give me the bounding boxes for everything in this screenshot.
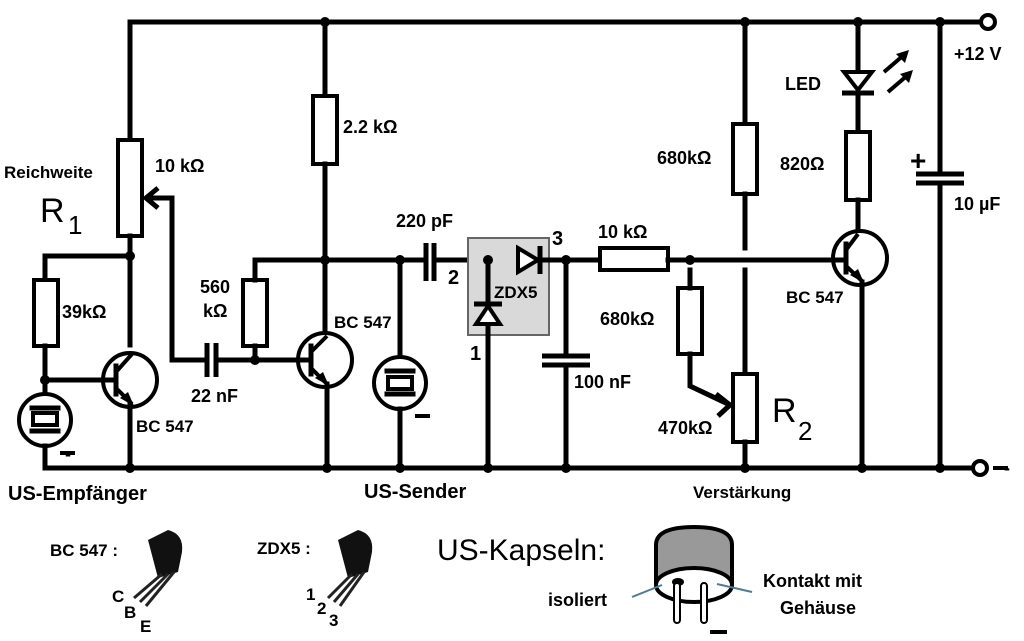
wiper-wire <box>145 195 175 363</box>
c-22n-label: 22 nF <box>191 386 238 406</box>
zdx5-label: ZDX5 <box>494 283 537 302</box>
resistor-820 <box>844 130 872 202</box>
resistor-2k2 <box>311 94 339 166</box>
capsule-isolated-label: isoliert <box>548 590 607 610</box>
c-220p-label: 220 pF <box>396 211 453 231</box>
r1-sub: 1 <box>68 210 82 240</box>
wiper-arrow-icon <box>714 392 734 418</box>
potentiometer-r2 <box>731 372 759 444</box>
capsule-contact-label-1: Kontakt mit <box>763 571 862 591</box>
t3-label: BC 547 <box>786 288 844 307</box>
wire <box>42 253 133 283</box>
resistor-39k <box>32 278 60 348</box>
cap-plus: + <box>910 145 926 176</box>
pin-1-label: 1 <box>306 585 315 604</box>
t2-label: BC 547 <box>334 313 392 332</box>
led <box>839 70 877 94</box>
r-2k2-label: 2.2 kΩ <box>343 117 397 137</box>
r-820-label: 820Ω <box>780 154 824 174</box>
r2-sub: 2 <box>798 416 812 446</box>
sender-section-label: US-Sender <box>364 481 466 503</box>
pin-3-label: 3 <box>329 611 338 630</box>
pin-2-label: 2 <box>317 599 326 618</box>
resistor-680k-mid <box>676 286 704 356</box>
r2-value: 470kΩ <box>658 418 712 438</box>
legend-capsule-title: US-Kapseln: <box>437 534 605 567</box>
legend-zdx5-label: ZDX5 : <box>257 539 311 558</box>
resistor-10k <box>598 246 670 272</box>
receiver-minus: - <box>65 444 71 464</box>
r-560k-label-b: kΩ <box>203 301 227 321</box>
r-39k-label: 39kΩ <box>62 302 106 322</box>
supply-negative-label: - <box>1004 458 1010 478</box>
resistor-680k-top <box>731 122 759 196</box>
r-10k-label: 10 kΩ <box>598 222 647 242</box>
isolated-pointer-line <box>631 584 663 598</box>
r-560k-label-a: 560 <box>200 277 230 297</box>
r1-value: 10 kΩ <box>155 156 204 176</box>
pin-c-label: C <box>112 587 124 606</box>
t1-label: BC 547 <box>136 417 194 436</box>
pin-b-label: B <box>124 603 136 622</box>
to92-package-zdx5-icon <box>326 530 373 607</box>
r1-label: R <box>40 192 65 230</box>
r1-name: Reichweite <box>4 163 93 182</box>
potentiometer-r1 <box>116 138 144 238</box>
diode-ab <box>516 244 542 276</box>
receiver-section-label: US-Empfänger <box>8 483 147 505</box>
r2-label: R <box>772 392 797 430</box>
to92-package-bc547-icon <box>133 530 183 607</box>
wiper-arrow-icon <box>142 186 160 210</box>
r-680k-top-label: 680kΩ <box>657 148 711 168</box>
legend-bc547-label: BC 547 : <box>50 541 118 560</box>
c-100n-label: 100 nF <box>574 372 631 392</box>
positive-terminal <box>979 13 997 31</box>
c-10u-label: 10 µF <box>954 194 1000 214</box>
pin-e-label: E <box>140 617 151 636</box>
negative-terminal <box>971 459 989 477</box>
pin1-label: 1 <box>470 343 481 365</box>
resistor-560k <box>241 278 269 348</box>
contact-pointer-line <box>716 583 753 593</box>
led-label: LED <box>785 74 821 94</box>
gain-section-label: Verstärkung <box>693 483 791 502</box>
junction <box>125 251 135 261</box>
junction <box>40 375 50 385</box>
ultrasonic-capsule-icon <box>654 524 734 634</box>
r-680k-mid-label: 680kΩ <box>600 309 654 329</box>
supply-positive-label: +12 V <box>954 44 1002 64</box>
pin3-label: 3 <box>552 228 563 250</box>
capsule-contact-label-2: Gehäuse <box>780 598 856 618</box>
pin2-label: 2 <box>448 267 459 289</box>
